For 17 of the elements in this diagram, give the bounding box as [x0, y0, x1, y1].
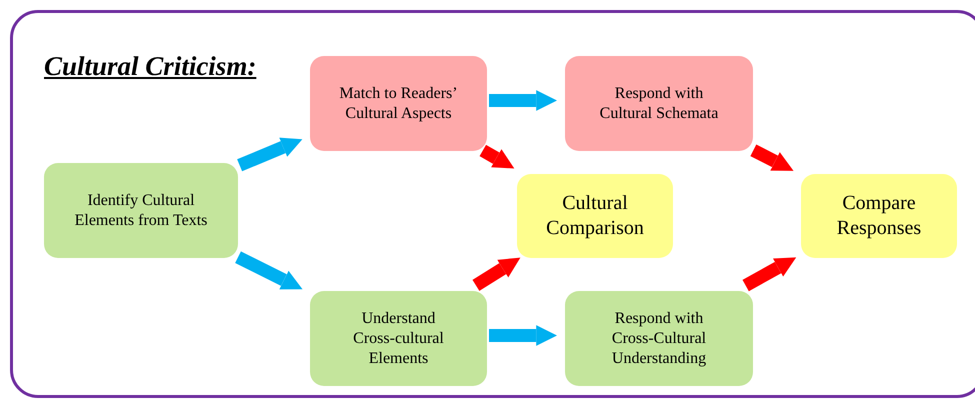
- block-arrow: [480, 144, 514, 169]
- process-box: Identify Cultural Elements from Texts: [44, 163, 238, 258]
- block-arrow: [750, 144, 794, 171]
- frame-panel: [10, 10, 975, 398]
- block-arrow: [237, 138, 302, 172]
- process-box: Compare Responses: [801, 174, 957, 258]
- process-box: Match to Readers’ Cultural Aspects: [310, 56, 487, 151]
- block-arrow: [742, 257, 796, 292]
- panel-heading: Cultural Criticism:: [44, 50, 256, 83]
- block-arrow: [489, 325, 557, 346]
- process-box: Cultural Comparison: [517, 174, 673, 258]
- block-arrow: [472, 258, 520, 291]
- block-arrow: [235, 251, 303, 290]
- process-box: Respond with Cross-Cultural Understanding: [565, 291, 753, 386]
- process-box: Respond with Cultural Schemata: [565, 56, 753, 151]
- block-arrow: [489, 90, 557, 111]
- process-box: Understand Cross-cultural Elements: [310, 291, 487, 386]
